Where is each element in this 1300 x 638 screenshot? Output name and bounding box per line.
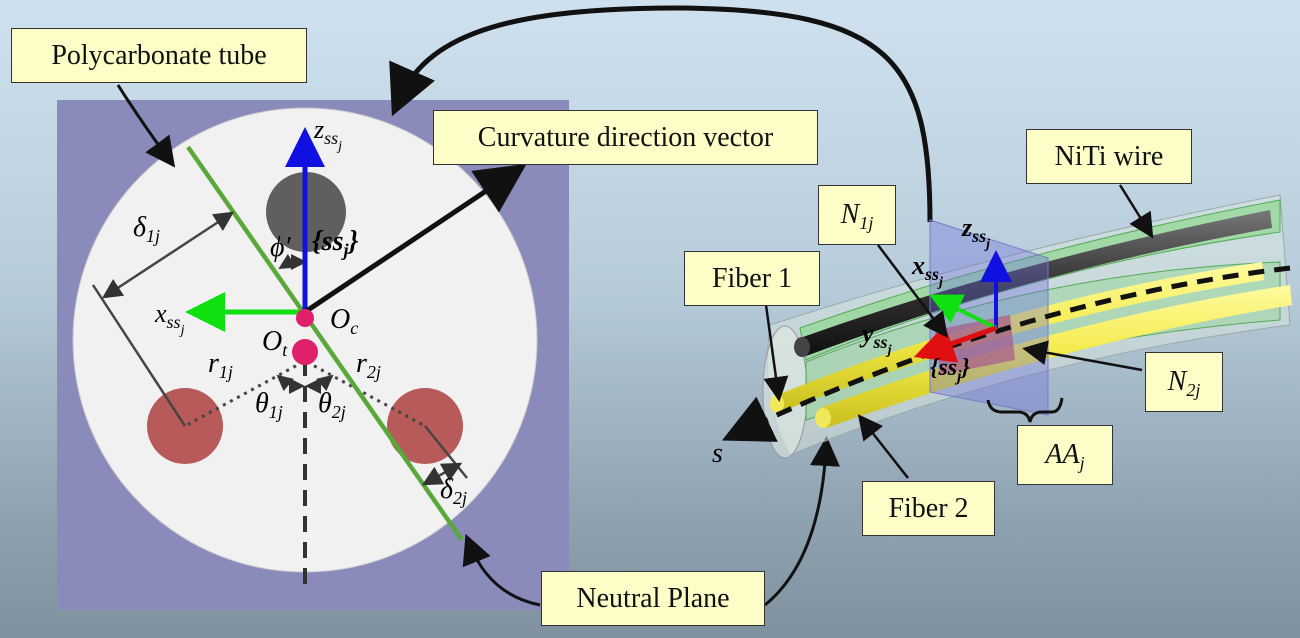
curvature-direction-arrow	[303, 163, 527, 315]
delta1-dimension	[101, 211, 235, 299]
neutral-plane-pointer-left	[462, 533, 541, 607]
origin-ot	[292, 339, 318, 365]
theta1-arc	[276, 374, 305, 394]
n2-pointer	[1022, 340, 1143, 372]
theta2-arc	[305, 374, 334, 394]
fiber2-end	[815, 408, 831, 428]
curvature-vector-callout: Curvature direction vector	[433, 110, 818, 165]
theta1-label: θ1j	[255, 388, 283, 422]
frame-label-left: {ssj}	[312, 226, 359, 260]
n1-pointer	[877, 244, 949, 338]
delta2-dimension	[421, 462, 463, 486]
y-axis-arrow-right	[913, 324, 997, 363]
fiber1-body	[775, 262, 1264, 412]
neutral-plane-callout: Neutral Plane	[541, 571, 765, 626]
origin-oc	[296, 309, 314, 327]
x-axis-arrow-right	[929, 294, 997, 330]
niti-wire-end	[794, 337, 810, 357]
delta1-ref-line	[91, 284, 187, 427]
neutral-plane-pointer-right	[764, 436, 841, 607]
slice-link-arrow	[389, 5, 933, 223]
r2-label: r2j	[356, 348, 381, 382]
fiber2-callout: Fiber 2	[862, 481, 995, 536]
polycarbonate-tube-callout: Polycarbonate tube	[11, 28, 307, 83]
z-ss-label-right: zssj	[961, 213, 990, 252]
niti-pointer	[1118, 184, 1154, 239]
frame-label-right: {ssj}	[930, 355, 971, 385]
x-ss-label-right: xssj	[911, 251, 943, 290]
x-ss-label-left: xssj	[154, 299, 185, 338]
z-ss-label-left: zssj	[313, 115, 342, 154]
s-label: s	[712, 438, 723, 469]
phi-label: ϕ′	[270, 232, 291, 263]
y-ss-label-right: yssj	[859, 319, 892, 358]
tube-pointer-arrow	[116, 84, 176, 168]
fiber2-body	[820, 285, 1292, 428]
delta1-label: δ1j	[133, 212, 160, 246]
ot-label: Ot	[262, 326, 288, 360]
niti-wire-body	[800, 210, 1272, 356]
fiber2-pointer	[857, 414, 909, 479]
oc-label: Oc	[330, 304, 358, 338]
fiber1-callout: Fiber 1	[684, 251, 820, 306]
fiber1-pointer	[763, 304, 789, 402]
aa-brace	[986, 397, 1064, 423]
delta2-label: δ2j	[440, 474, 467, 508]
theta2-label: θ2j	[318, 388, 346, 422]
r1-label: r1j	[208, 348, 233, 382]
niti-wire-callout: NiTi wire	[1026, 129, 1192, 184]
